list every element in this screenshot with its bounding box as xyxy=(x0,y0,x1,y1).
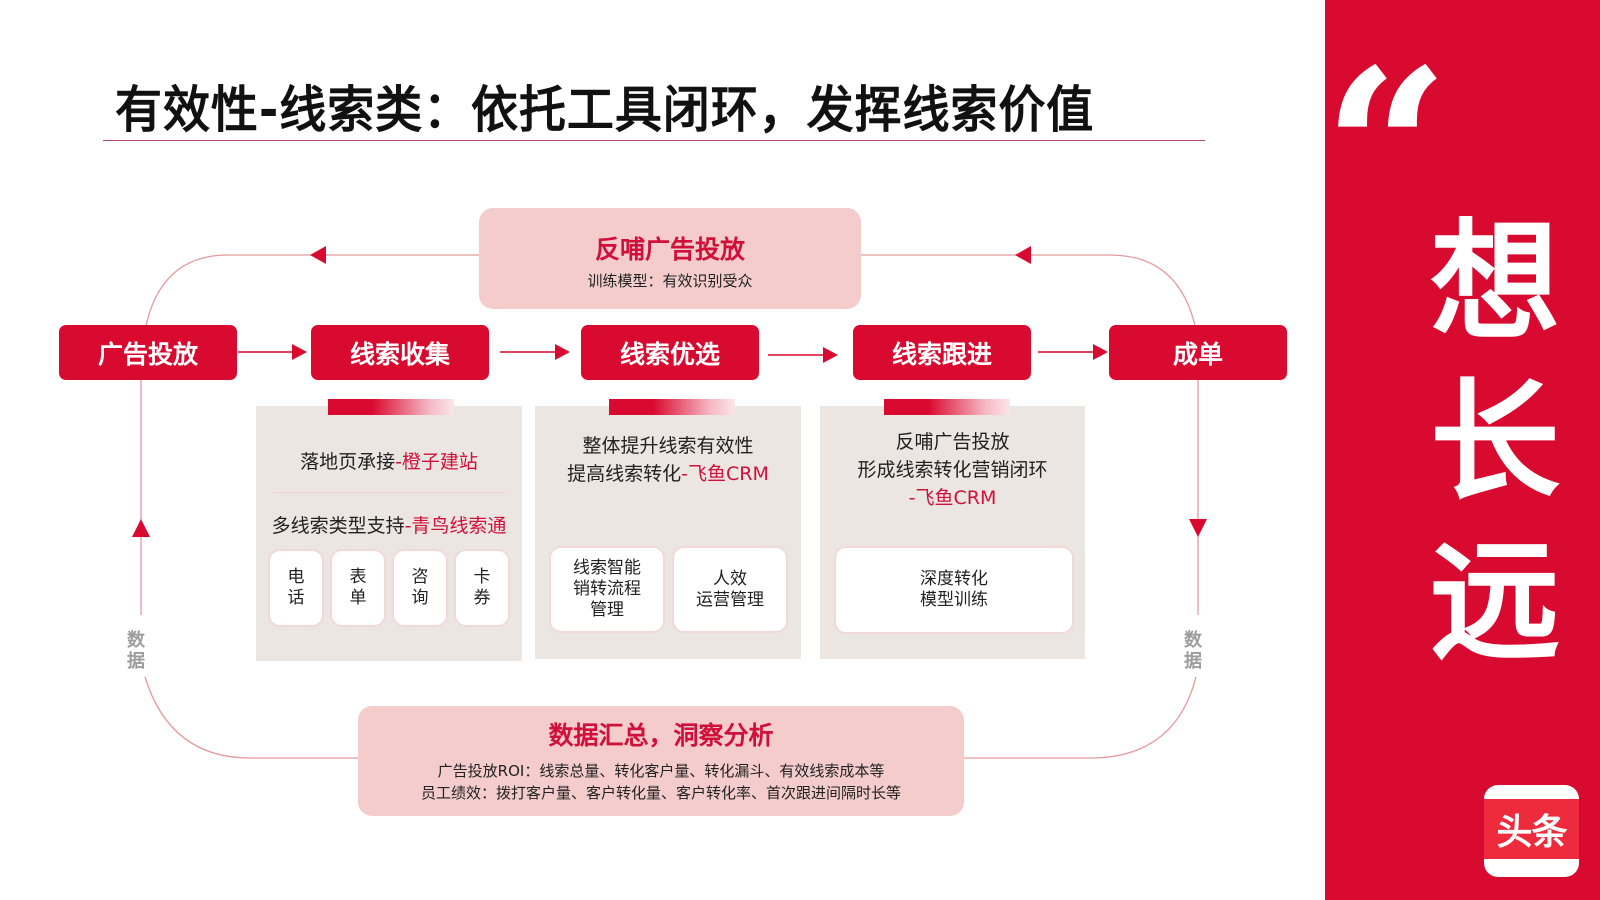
card-text: 券 xyxy=(473,588,491,608)
card-text: 人效 xyxy=(713,568,747,589)
brand-sidebar xyxy=(1325,0,1600,900)
label-char: 据 xyxy=(1184,651,1202,672)
capability-card-smart-flow: 线索智能 销转流程 管理 xyxy=(549,546,665,633)
feedback-box: 反哺广告投放 训练模型：有效识别受众 xyxy=(479,208,861,309)
loop-top-right xyxy=(861,254,1197,331)
panel-lead-selection: 整体提升线索有效性 提高线索转化-飞鱼CRM 线索智能 销转流程 管理 人效 运… xyxy=(535,399,801,659)
quote-mark-icon: “ xyxy=(1323,20,1450,279)
loop-bottom-right xyxy=(964,676,1197,759)
card-text: 单 xyxy=(349,588,367,608)
card-text: 咨 xyxy=(411,567,429,587)
panel-collect-line1: 落地页承接-橙子建站 xyxy=(256,448,522,476)
card-text: 模型训练 xyxy=(920,590,988,610)
lead-type-card-consult: 咨询 xyxy=(392,549,448,627)
lead-type-card-phone: 电话 xyxy=(268,549,324,627)
lead-type-card-coupon: 卡券 xyxy=(454,549,510,627)
arrow-left-top-left-icon xyxy=(310,246,326,264)
slogan-char-1: 想 xyxy=(1429,206,1560,358)
title-underline xyxy=(103,140,1205,141)
summary-roi-line: 广告投放ROI：线索总量、转化客户量、转化漏斗、有效线索成本等 xyxy=(437,762,885,780)
card-text: 运营管理 xyxy=(696,589,764,610)
arrow-left-top-right-icon xyxy=(1015,246,1031,264)
step-arrow-head-3-icon xyxy=(823,347,838,363)
left-data-label: 数 据 xyxy=(125,630,147,672)
step-arrow-head-1-icon xyxy=(292,344,307,360)
card-text: 管理 xyxy=(590,600,624,620)
summary-staff-line: 员工绩效：拨打客户量、客户转化量、客户转化率、首次跟进间隔时长等 xyxy=(420,784,901,802)
panel-select-line2: 提高线索转化-飞鱼CRM xyxy=(535,460,801,488)
loop-top-left xyxy=(144,254,479,331)
panel-accent-bar xyxy=(328,399,454,415)
arrow-down-icon xyxy=(1189,519,1207,537)
slogan-char-2: 长 xyxy=(1429,366,1560,518)
summary-heading: 数据汇总，洞察分析 xyxy=(548,721,774,750)
panel-followup-line2: 形成线索转化营销闭环 xyxy=(857,459,1048,481)
card-text: 线索智能 xyxy=(573,558,641,578)
arrow-up-icon xyxy=(132,519,150,537)
page-title: 有效性-线索类：依托工具闭环，发挥线索价值 xyxy=(115,81,1095,139)
lead-type-card-form: 表单 xyxy=(330,549,386,627)
capability-card-staff-ops: 人效 运营管理 xyxy=(672,546,788,633)
panel-lead-collection: 落地页承接-橙子建站 多线索类型支持-青鸟线索通 电话 表单 咨询 卡券 xyxy=(256,399,522,661)
tool-orange-site: -橙子建站 xyxy=(395,451,478,473)
step-ad-delivery: 广告投放 xyxy=(59,325,237,380)
logo-text: 头条 xyxy=(1484,799,1579,859)
step-arrow-head-4-icon xyxy=(1093,344,1108,360)
step-lead-collection: 线索收集 xyxy=(311,325,489,380)
capability-card-deep-conversion: 深度转化 模型训练 xyxy=(834,546,1074,634)
step-lead-followup: 线索跟进 xyxy=(853,325,1031,380)
summary-box: 数据汇总，洞察分析 广告投放ROI：线索总量、转化客户量、转化漏斗、有效线索成本… xyxy=(358,706,964,816)
step-deal-closed: 成单 xyxy=(1109,325,1287,380)
panel-collect-line2: 多线索类型支持-青鸟线索通 xyxy=(256,512,522,540)
panel-accent-bar xyxy=(609,399,735,415)
card-text: 深度转化 xyxy=(920,569,988,589)
card-text: 销转流程 xyxy=(573,579,641,599)
panel-accent-bar xyxy=(884,399,1010,415)
card-text: 表 xyxy=(349,567,367,587)
toutiao-logo: 头条 xyxy=(1484,785,1579,877)
panel-followup-line1: 反哺广告投放 xyxy=(895,431,1010,453)
feedback-heading: 反哺广告投放 xyxy=(594,235,745,264)
right-data-label: 数 据 xyxy=(1182,630,1204,672)
flow-connectors xyxy=(132,246,1207,759)
card-text: 电 xyxy=(287,567,305,587)
card-text: 询 xyxy=(411,588,429,608)
feedback-subtitle: 训练模型：有效识别受众 xyxy=(587,272,753,290)
slogan-char-3: 远 xyxy=(1429,526,1560,678)
tool-qingniao: -青鸟线索通 xyxy=(404,515,507,537)
improve-conversion-text: 提高线索转化 xyxy=(567,463,682,485)
panel-select-line1: 整体提升线索有效性 xyxy=(582,435,754,457)
card-text: 话 xyxy=(287,588,305,608)
label-char: 数 xyxy=(127,630,145,651)
loop-bottom-left xyxy=(144,676,358,759)
step-lead-selection: 线索优选 xyxy=(581,325,759,380)
label-char: 数 xyxy=(1184,630,1202,651)
panel-lead-followup: 反哺广告投放 形成线索转化营销闭环 -飞鱼CRM 深度转化 模型训练 xyxy=(820,399,1085,659)
panel-divider xyxy=(273,492,505,493)
tool-feiyu-crm: -飞鱼CRM xyxy=(681,463,769,485)
multi-lead-text: 多线索类型支持 xyxy=(271,515,405,537)
step-arrow-head-2-icon xyxy=(555,344,570,360)
panel-followup-tool: -飞鱼CRM xyxy=(908,487,997,509)
card-text: 卡 xyxy=(473,567,491,587)
landing-page-text: 落地页承接 xyxy=(300,451,396,473)
label-char: 据 xyxy=(127,651,145,672)
